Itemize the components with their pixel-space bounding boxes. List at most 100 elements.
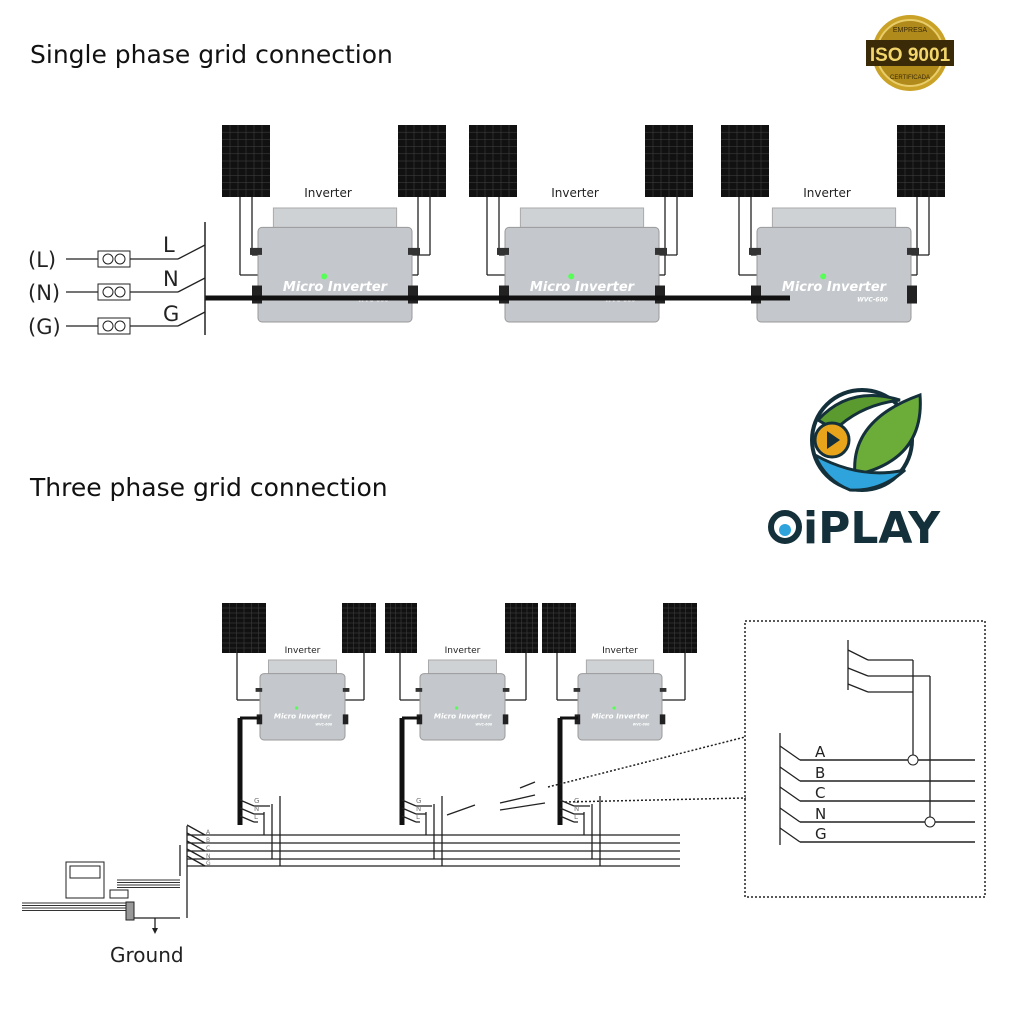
inverter-brand: Micro Inverter — [274, 711, 332, 720]
wire — [186, 848, 206, 860]
dc-connector — [255, 688, 263, 692]
solar-panel — [645, 125, 693, 197]
wire — [186, 832, 206, 844]
oiplay-logo: iPLAY — [768, 388, 941, 554]
connection-node-icon — [924, 816, 936, 828]
terminal-label: (N) — [28, 281, 60, 305]
single-phase-title: Single phase grid connection — [30, 40, 393, 69]
iso-9001-badge: ISO 9001 EMPRESA CERTIFICADA — [866, 15, 954, 91]
drop-label: L — [574, 813, 578, 821]
connection-node-icon — [907, 754, 919, 766]
wire — [499, 802, 546, 811]
solar-panel — [897, 125, 945, 197]
ac-connector-right — [907, 285, 917, 304]
wire — [779, 766, 801, 782]
terminal-screw-icon — [114, 286, 126, 298]
ac-connector-right — [408, 285, 418, 304]
terminal-screw-icon — [114, 320, 126, 332]
wire — [446, 804, 476, 816]
solar-panel — [398, 125, 446, 197]
ac-connector-left — [751, 285, 761, 304]
bus-label: B — [206, 837, 210, 844]
dc-connector — [497, 247, 509, 255]
wire — [239, 807, 255, 815]
ground-label: Ground — [110, 943, 184, 967]
callout-dashed-line — [547, 736, 746, 803]
terminal-screw-icon — [102, 286, 114, 298]
wire — [177, 311, 206, 327]
solar-panel — [222, 603, 266, 653]
drop-label: L — [254, 813, 258, 821]
inverter-brand: Micro Inverter — [434, 711, 492, 720]
wire — [847, 667, 869, 677]
wire — [559, 815, 575, 823]
drop-label: N — [574, 805, 579, 813]
iso-bottom-text: CERTIFICADA — [890, 75, 930, 81]
ac-connector-left — [252, 285, 262, 304]
inverter-model: WVC-600 — [315, 723, 333, 727]
solar-panel — [663, 603, 697, 653]
terminal-label: (G) — [28, 315, 61, 339]
drop-label: G — [416, 797, 421, 805]
dc-connector — [502, 688, 510, 692]
wire — [401, 815, 417, 823]
solar-panel — [542, 603, 576, 653]
wire — [401, 799, 417, 807]
inverter-model: WVC-600 — [633, 723, 651, 727]
inverter-label: Inverter — [304, 186, 352, 200]
solar-panel — [385, 603, 417, 653]
detail-label: G — [815, 825, 827, 843]
terminal-label: (L) — [28, 248, 56, 272]
inverter-label: Inverter — [803, 186, 851, 200]
dc-connector — [250, 247, 262, 255]
conductor-label: L — [163, 233, 175, 257]
wire — [519, 781, 536, 789]
iso-main-text: ISO 9001 — [870, 45, 951, 66]
inverter-brand: Micro Inverter — [591, 711, 649, 720]
inverter-brand: Micro Inverter — [530, 280, 636, 295]
status-led-icon — [612, 706, 616, 710]
meter-display — [69, 865, 101, 879]
dc-connector — [907, 247, 919, 255]
solar-panel — [222, 125, 270, 197]
solar-panel — [721, 125, 769, 197]
inverter-label: Inverter — [285, 646, 321, 656]
solar-panel — [505, 603, 538, 653]
status-led-icon — [454, 706, 459, 710]
drop-label: L — [416, 813, 420, 821]
terminal-screw-icon — [102, 253, 114, 265]
dc-connector — [415, 688, 423, 692]
detail-label: A — [815, 743, 826, 761]
ac-connector-right — [655, 285, 665, 304]
conductor-label: G — [163, 302, 179, 326]
dc-connector — [655, 247, 667, 255]
detail-box — [744, 620, 986, 898]
drop-label: N — [254, 805, 259, 813]
dc-connector — [342, 688, 350, 692]
wire — [177, 244, 206, 260]
wire — [559, 807, 575, 815]
bus-label: G — [206, 860, 211, 867]
wire — [177, 277, 206, 293]
svg-text:iPLAY: iPLAY — [803, 503, 941, 554]
ac-connector-right — [342, 714, 349, 725]
iso-top-text: EMPRESA — [893, 27, 928, 34]
inverter-body — [504, 226, 660, 323]
dc-connector — [408, 247, 420, 255]
inverter-model: WVC-600 — [475, 723, 493, 727]
inverter-body — [577, 673, 663, 741]
wire — [847, 683, 869, 693]
wire — [499, 794, 536, 804]
dc-connector — [659, 688, 667, 692]
wire — [239, 815, 255, 823]
bus-label: A — [206, 829, 211, 836]
inverter-body — [419, 673, 506, 741]
wire — [779, 786, 801, 802]
leaf-icon — [853, 392, 922, 477]
